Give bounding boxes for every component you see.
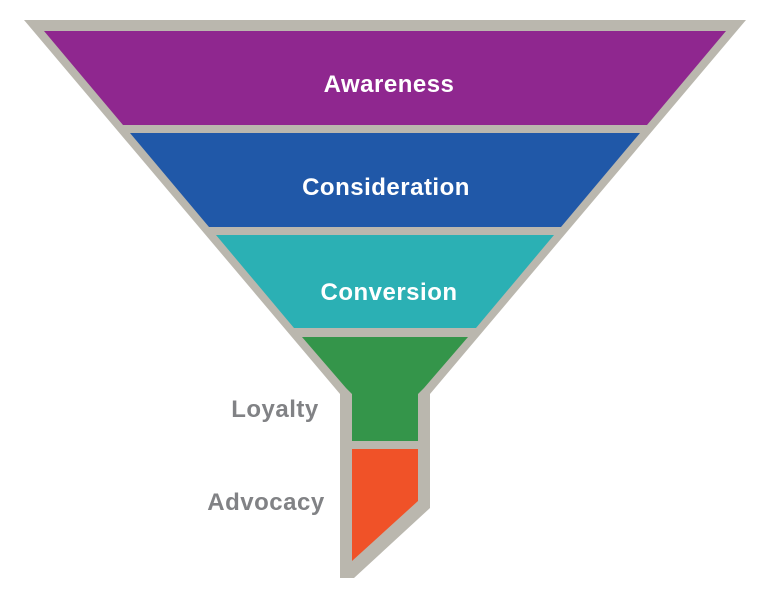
stage-label-advocacy: Advocacy xyxy=(207,489,325,516)
stage-label-consideration: Consideration xyxy=(302,174,470,201)
stage-label-loyalty: Loyalty xyxy=(231,396,319,423)
stage-label-conversion: Conversion xyxy=(320,279,457,306)
stage-shape-conversion xyxy=(216,235,554,328)
stage-shape-consideration xyxy=(130,133,640,227)
stage-shape-advocacy xyxy=(352,449,418,561)
stage-shape-loyalty xyxy=(302,337,468,441)
stage-label-awareness: Awareness xyxy=(324,71,455,98)
stage-shape-awareness xyxy=(44,31,726,125)
